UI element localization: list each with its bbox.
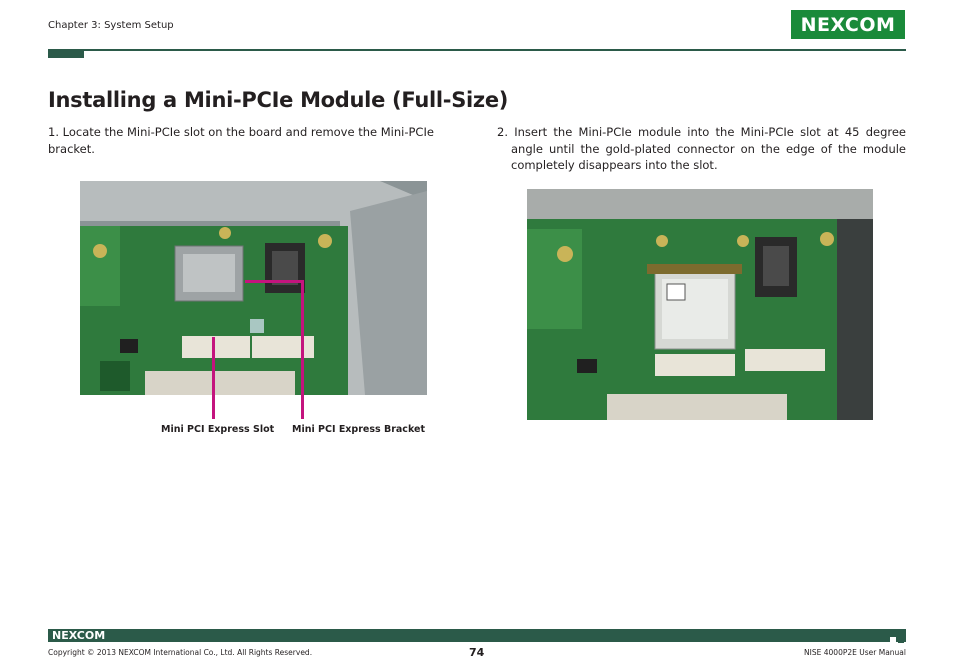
board-photo-1-illustration <box>80 181 427 395</box>
slot-callout-line <box>212 337 215 419</box>
step-2-text: 2. Insert the Mini-PCIe module into the … <box>497 125 906 172</box>
chapter-label: Chapter 3: System Setup <box>48 20 174 31</box>
header-tab <box>48 49 84 58</box>
copyright-text: Copyright © 2013 NEXCOM International Co… <box>48 648 313 657</box>
bracket-callout-line <box>301 280 304 419</box>
footer-square-1 <box>890 629 896 635</box>
logo-text: NEXCOM <box>800 13 896 36</box>
caption-bracket: Mini PCI Express Bracket <box>292 424 425 435</box>
board-photo-2-illustration <box>527 189 873 420</box>
nexcom-logo: NEXCOM <box>791 10 905 39</box>
footer-bar <box>48 629 906 642</box>
bracket-callout-horizontal <box>245 280 303 283</box>
page-number: 74 <box>469 646 485 659</box>
footer-logo: NEXCOM <box>52 629 106 642</box>
manual-title: NISE 4000P2E User Manual <box>804 648 906 657</box>
board-photo-1 <box>80 181 427 395</box>
footer-square-2 <box>898 637 904 643</box>
caption-slot: Mini PCI Express Slot <box>161 424 275 435</box>
step-1-text: 1. Locate the Mini-PCIe slot on the boar… <box>48 125 434 156</box>
header-rule <box>48 49 906 51</box>
footer-square-3 <box>890 637 896 643</box>
board-photo-2 <box>527 189 873 420</box>
page-title: Installing a Mini-PCIe Module (Full-Size… <box>48 88 509 112</box>
